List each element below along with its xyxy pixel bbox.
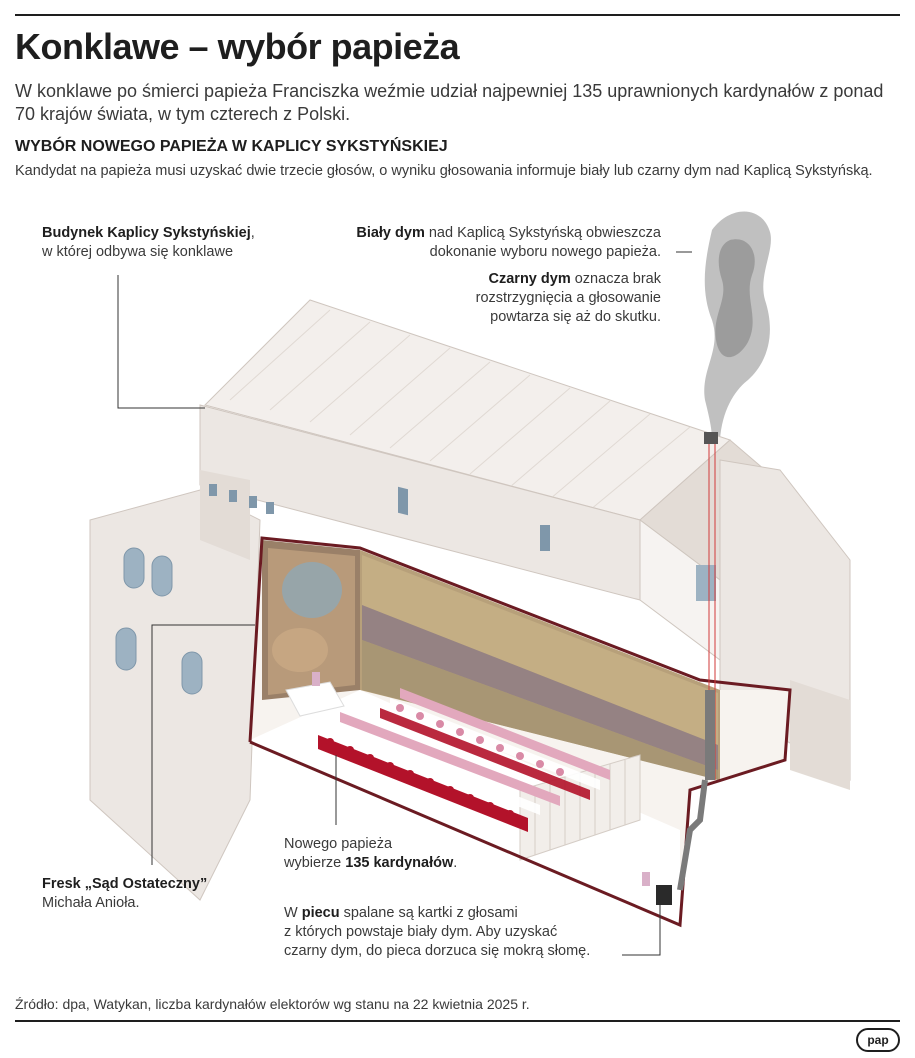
stove-line2: z których powstaje biały dym. Aby uzyska… — [284, 924, 558, 940]
fresco-annotation: Fresk „Sąd Ostateczny” Michała Anioła. — [42, 875, 207, 913]
stove-line3: czarny dym, do pieca dorzuca się mokrą s… — [284, 943, 591, 959]
cardinals-line2-post: . — [453, 855, 458, 871]
white-smoke-line2: dokonanie wyboru nowego papieża. — [429, 244, 661, 260]
section-heading: WYBÓR NOWEGO PAPIEŻA W KAPLICY SYKSTYŃSK… — [15, 138, 448, 155]
fresco-line2: Michała Anioła. — [42, 895, 140, 911]
page-title: Konklawe – wybór papieża — [15, 26, 460, 67]
black-smoke-annotation: Czarny dym oznacza brak rozstrzygnięcia … — [476, 270, 661, 327]
lead-paragraph: W konklawe po śmierci papieża Franciszka… — [15, 81, 884, 124]
black-smoke-bold: Czarny dym — [488, 271, 571, 287]
stove-line1-post: spalane są kartki z głosami — [339, 905, 518, 921]
building-left-wing — [89, 470, 274, 901]
cardinals-bold: 135 kardynałów — [345, 855, 454, 871]
white-smoke-annotation: Biały dym nad Kaplicą Sykstyńską obwiesz… — [356, 224, 661, 262]
building-annotation-line2: w której odbywa się konklawe — [42, 244, 234, 260]
building-annotation-bold: Budynek Kaplicy Sykstyńskiej — [42, 225, 251, 241]
top-rule — [15, 14, 900, 16]
pap-logo-text: pap — [867, 1033, 888, 1047]
cardinals-annotation: Nowego papieża wybierze 135 kardynałów. — [284, 835, 457, 873]
fresco-bold: Fresk „Sąd Ostateczny” — [42, 876, 208, 892]
cardinals-line1: Nowego papieża — [284, 836, 393, 852]
source-note: Źródło: dpa, Watykan, liczba kardynałów … — [15, 996, 530, 1012]
pap-logo: pap — [856, 1028, 900, 1052]
building-annotation: Budynek Kaplicy Sykstyńskiej, w której o… — [42, 224, 255, 262]
stove-annotation: W piecu spalane są kartki z głosami z kt… — [284, 904, 590, 961]
white-smoke-rest: nad Kaplicą Sykstyńską obwieszcza — [424, 225, 661, 241]
smoke-plume — [704, 211, 771, 440]
chimney — [677, 432, 718, 891]
black-smoke-line2: rozstrzygnięcia a głosowanie — [475, 290, 661, 306]
stove-bold: piecu — [301, 905, 340, 921]
building-annotation-rest: , — [250, 225, 255, 241]
black-smoke-rest: oznacza brak — [570, 271, 661, 287]
bottom-rule — [15, 1020, 900, 1022]
white-smoke-bold: Biały dym — [356, 225, 425, 241]
black-smoke-line3: powtarza się aż do skutku. — [490, 309, 661, 325]
stove-line1-pre: W — [284, 905, 302, 921]
leader-lines — [117, 251, 692, 956]
cardinals-line2-pre: wybierze — [284, 855, 346, 871]
section-text: Kandydat na papieża musi uzyskać dwie tr… — [15, 163, 873, 179]
cardinals-seating — [318, 688, 610, 832]
